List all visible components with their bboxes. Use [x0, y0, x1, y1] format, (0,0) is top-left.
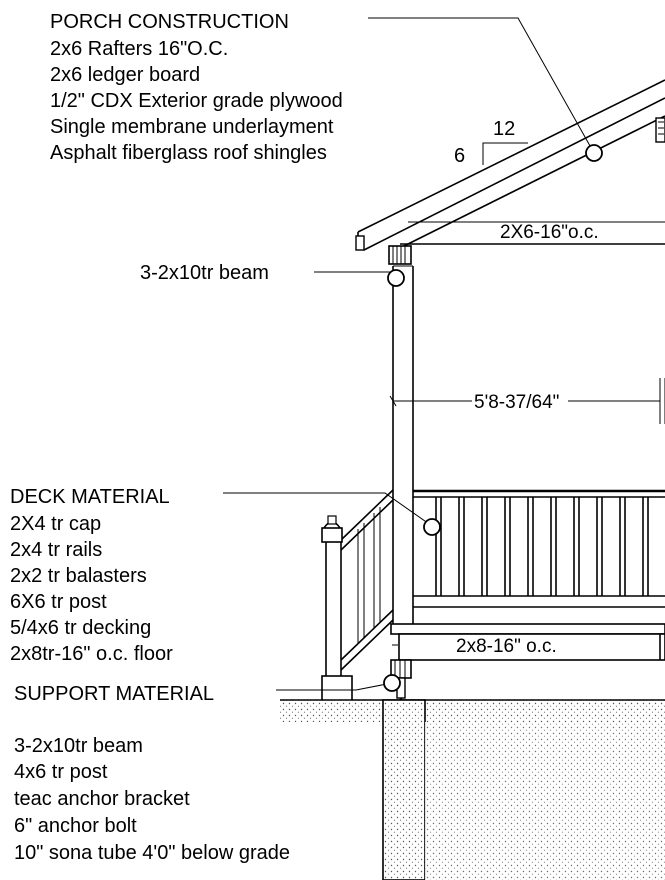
roof [355, 79, 665, 251]
support-callout-marker [383, 674, 401, 692]
beam-label: 3-2x10tr beam [140, 262, 269, 284]
deck-item: 2x4 tr rails [10, 539, 102, 561]
porch-item: 1/2" CDX Exterior grade plywood [50, 90, 343, 112]
porch-item: Single membrane underlayment [50, 116, 334, 138]
pitch-rise: 6 [454, 145, 465, 167]
beam-and-post [388, 245, 414, 632]
porch-item: 2x6 ledger board [50, 64, 200, 86]
deck-railing [413, 489, 665, 608]
support-item: 3-2x10tr beam [14, 735, 143, 757]
roof-pitch-symbol: 6 12 [454, 118, 528, 167]
beam-callout-marker [387, 269, 405, 287]
ground-and-footing [280, 699, 665, 880]
joist-dimension: 2x8-16" o.c. [456, 636, 557, 657]
porch-item: Asphalt fiberglass roof shingles [50, 142, 327, 164]
porch-callout-marker [585, 144, 603, 162]
deck-material-notes: DECK MATERIAL 2X4 tr cap 2x4 tr rails 2x… [10, 486, 173, 665]
support-item: 6" anchor bolt [14, 815, 137, 837]
porch-construction-notes: PORCH CONSTRUCTION 2x6 Rafters 16"O.C. 2… [50, 11, 343, 164]
porch-heading: PORCH CONSTRUCTION [50, 11, 289, 33]
height-dimension: 5'8-37/64" [389, 378, 665, 424]
support-item: 10" sona tube 4'0" below grade [14, 842, 290, 864]
deck-item: 2x8tr-16" o.c. floor [10, 643, 173, 665]
stair-railing [321, 489, 394, 703]
deck-floor [390, 623, 665, 716]
pitch-run: 12 [493, 118, 515, 140]
support-item: 4x6 tr post [14, 761, 108, 783]
deck-item: 2x2 tr balasters [10, 565, 147, 587]
height-dimension-label: 5'8-37/64" [474, 392, 559, 413]
support-item: teac anchor bracket [14, 788, 190, 810]
deck-item: 5/4x6 tr decking [10, 617, 151, 639]
support-material-notes: SUPPORT MATERIAL 3-2x10tr beam 4x6 tr po… [14, 683, 290, 864]
leader-lines [223, 17, 595, 691]
deck-callout-marker [423, 518, 441, 536]
deck-item: 2X4 tr cap [10, 513, 101, 535]
rafter-dimension: 2X6-16"o.c. [500, 222, 599, 243]
support-heading: SUPPORT MATERIAL [14, 683, 214, 705]
porch-item: 2x6 Rafters 16"O.C. [50, 38, 228, 60]
deck-item: 6X6 tr post [10, 591, 107, 613]
deck-heading: DECK MATERIAL [10, 486, 170, 508]
